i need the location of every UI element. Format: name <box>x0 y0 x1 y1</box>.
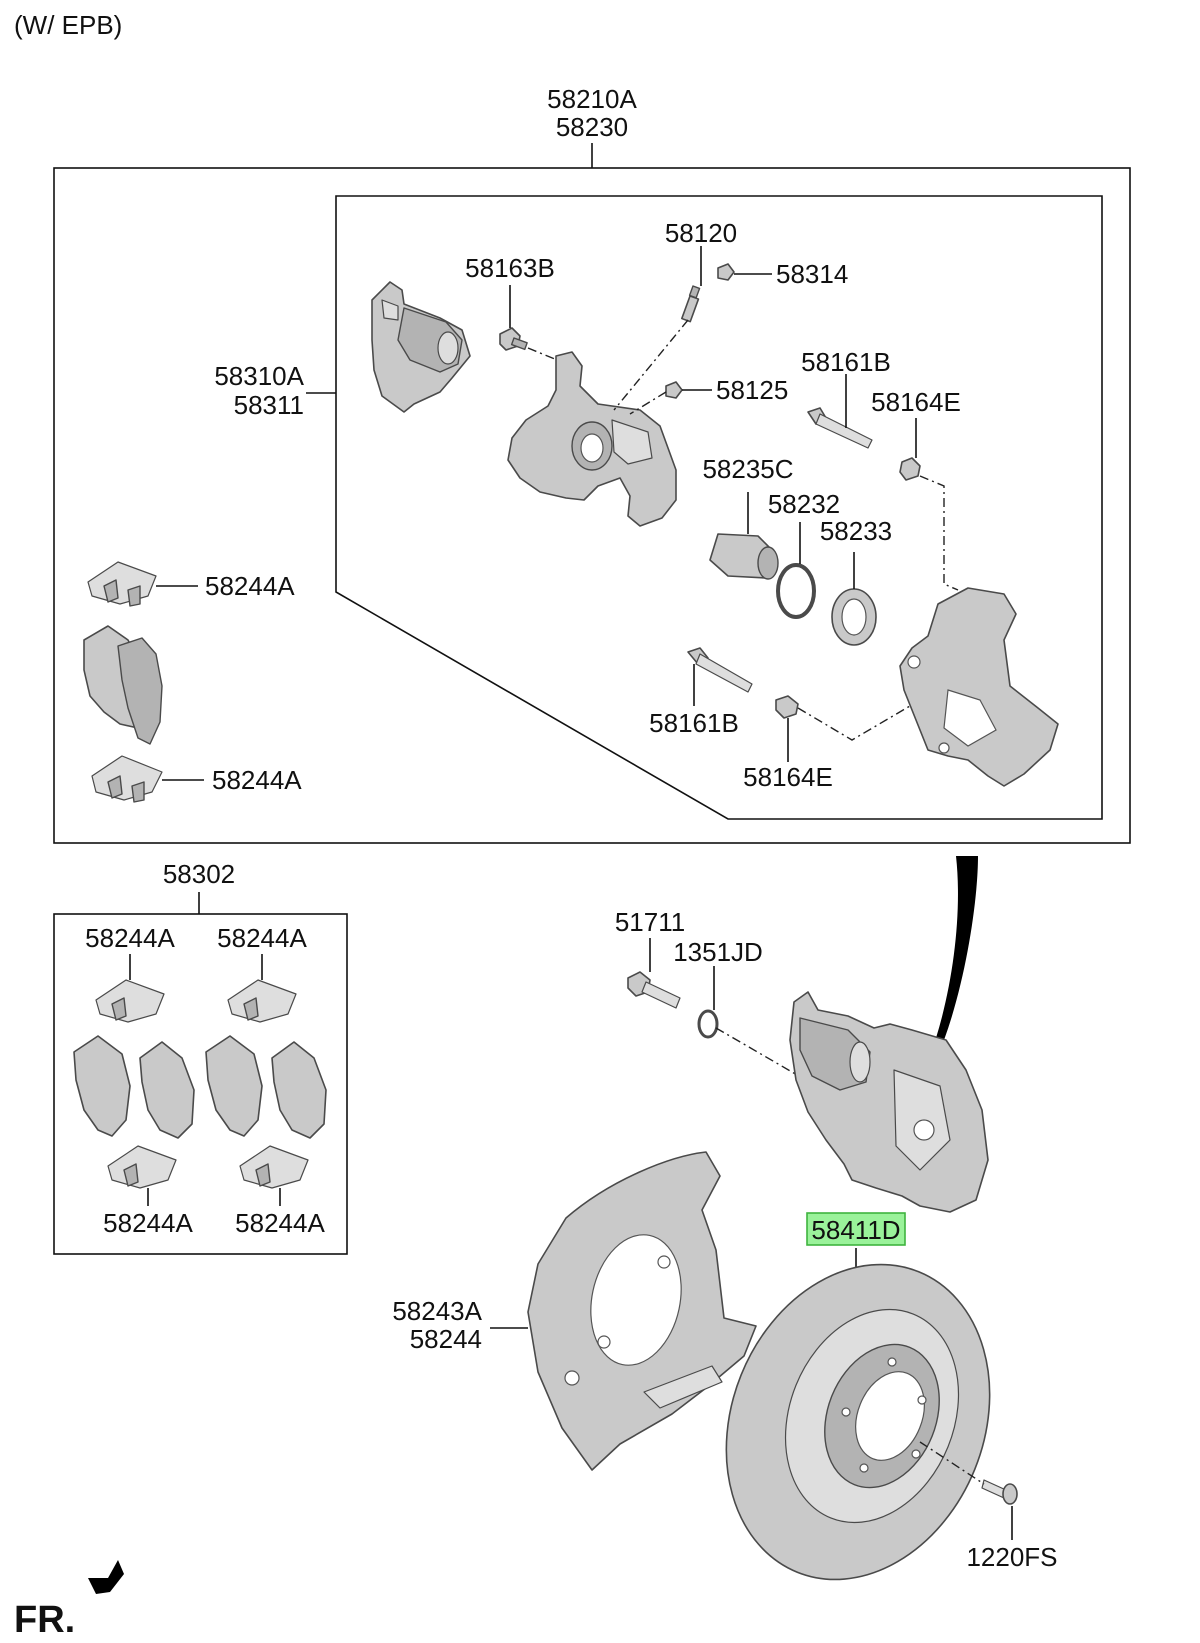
piston-58235C-part[interactable] <box>709 533 779 580</box>
direction-label: FR. <box>14 1599 75 1638</box>
label-58310A[interactable]: 58310A <box>214 361 304 391</box>
kit-clip-bl-part[interactable] <box>107 1145 177 1189</box>
bolt-58164E-bottom-part[interactable] <box>775 695 799 719</box>
label-58302[interactable]: 58302 <box>163 859 235 889</box>
label-51711[interactable]: 51711 <box>615 907 685 937</box>
brake-pads-part[interactable] <box>83 625 163 745</box>
bleeder-58120-part[interactable] <box>680 285 701 323</box>
label-58235C[interactable]: 58235C <box>702 454 793 484</box>
kit-pads-right-part[interactable] <box>205 1035 327 1139</box>
label-58243A[interactable]: 58243A <box>392 1296 482 1326</box>
dash-58125 <box>629 391 667 415</box>
brake-disc-part[interactable] <box>680 1225 1035 1620</box>
part-58125[interactable] <box>665 381 683 399</box>
label-58244A-top[interactable]: 58244A <box>205 571 295 601</box>
seal-58232-part[interactable] <box>776 563 816 619</box>
cap-58314-part[interactable] <box>717 263 735 281</box>
variant-label: (W/ EPB) <box>14 10 122 40</box>
label-58164E-top[interactable]: 58164E <box>871 387 961 417</box>
label-58161B-bottom[interactable]: 58161B <box>649 708 739 738</box>
kit-clip-br-part[interactable] <box>239 1145 309 1189</box>
pad-clip-top-part[interactable] <box>87 561 157 607</box>
bolt-51711-part[interactable] <box>627 971 681 1009</box>
dash-58164E-top <box>919 475 959 591</box>
label-58120[interactable]: 58120 <box>665 218 737 248</box>
bolt-58164E-top-part[interactable] <box>899 457 921 481</box>
caliper-frame <box>335 195 1103 820</box>
label-58164E-bottom[interactable]: 58164E <box>743 762 833 792</box>
label-58244A-bottom[interactable]: 58244A <box>212 765 302 795</box>
label-58161B-top[interactable]: 58161B <box>801 347 891 377</box>
label-58314[interactable]: 58314 <box>776 259 848 289</box>
assembled-caliper-part[interactable] <box>789 991 989 1213</box>
washer-1351JD-part[interactable] <box>697 1009 719 1039</box>
dust-shield-part[interactable] <box>527 1151 757 1471</box>
bolt-58163B-part[interactable] <box>499 327 528 351</box>
label-58163B[interactable]: 58163B <box>465 253 555 283</box>
kit-clip-tr-part[interactable] <box>227 979 297 1023</box>
label-58233[interactable]: 58233 <box>820 516 892 546</box>
label-kit-clip-bl[interactable]: 58244A <box>103 1208 193 1238</box>
guide-pin-58161B-top-part[interactable] <box>807 407 873 449</box>
label-58232[interactable]: 58232 <box>768 489 840 519</box>
dash-58163B <box>527 347 563 363</box>
label-58230[interactable]: 58230 <box>556 112 628 142</box>
label-58411D[interactable]: 58411D <box>811 1215 900 1245</box>
label-58311[interactable]: 58311 <box>234 390 304 420</box>
pad-kit-frame <box>53 913 348 1255</box>
dash-58120 <box>613 319 689 411</box>
guide-pin-58161B-bottom-part[interactable] <box>687 647 753 693</box>
label-kit-clip-br[interactable]: 58244A <box>235 1208 325 1238</box>
dash-1220FS <box>919 1441 985 1485</box>
assembly-arrow-icon <box>936 856 978 1040</box>
carrier-bracket-part[interactable] <box>899 587 1059 787</box>
kit-pads-left-part[interactable] <box>73 1035 195 1139</box>
dash-58164E-bottom <box>797 705 911 741</box>
kit-clip-tl-part[interactable] <box>95 979 165 1023</box>
epb-motor-part[interactable] <box>371 281 471 413</box>
pad-clip-bottom-part[interactable] <box>91 755 163 803</box>
label-58210A[interactable]: 58210A <box>547 84 637 114</box>
boot-58233-part[interactable] <box>831 588 877 646</box>
label-kit-clip-tr[interactable]: 58244A <box>217 923 307 953</box>
screw-1220FS-part[interactable] <box>981 1479 1018 1505</box>
label-1220FS[interactable]: 1220FS <box>966 1542 1057 1572</box>
disc-label-highlight <box>806 1212 906 1246</box>
label-1351JD[interactable]: 1351JD <box>673 937 763 967</box>
front-arrow-icon <box>88 1560 124 1594</box>
label-kit-clip-tl[interactable]: 58244A <box>85 923 175 953</box>
label-58244[interactable]: 58244 <box>410 1324 482 1354</box>
label-58125[interactable]: 58125 <box>716 375 788 405</box>
caliper-body-part[interactable] <box>507 351 677 527</box>
